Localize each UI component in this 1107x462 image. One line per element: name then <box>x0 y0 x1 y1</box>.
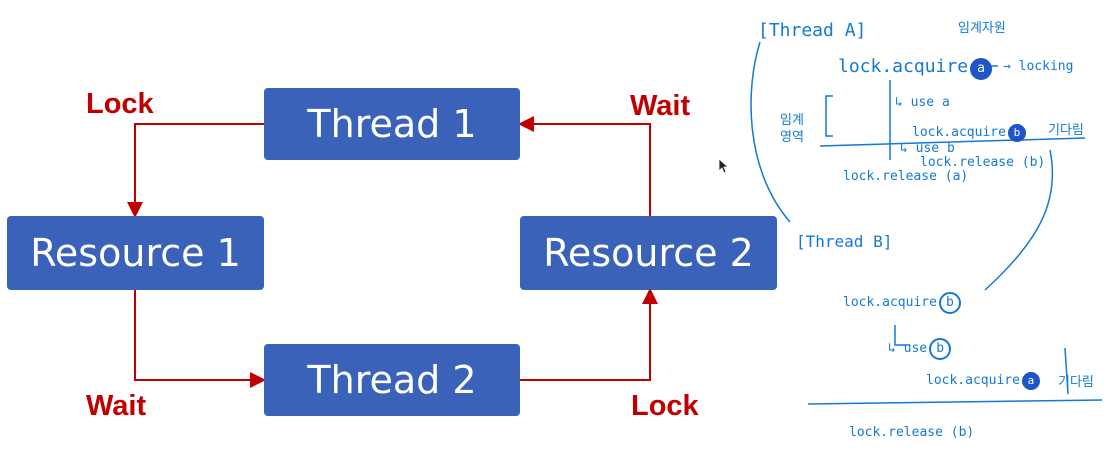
note-thread-b: [Thread B] <box>796 232 893 251</box>
arrow-resource1-to-thread2 <box>134 290 266 388</box>
arrow-thread2-to-resource2 <box>520 288 658 381</box>
wait-label-top-right: Wait <box>630 90 691 122</box>
arrow-resource2-to-thread1 <box>518 116 651 216</box>
note-lock-acquire-b-1-text: lock.acquire <box>912 125 1006 140</box>
vertical-mark <box>1064 347 1069 395</box>
circled-b-1: b <box>1007 124 1026 142</box>
bracket-thread-a-to-b <box>750 41 791 223</box>
note-lock-acquire-a-text: lock.acquire <box>838 56 969 77</box>
resource-1-label: Resource 1 <box>30 231 241 275</box>
mouse-pointer-icon <box>718 158 728 174</box>
lock-label-top-left: Lock <box>86 88 154 120</box>
note-lock-release-b-2: lock.release (b) <box>849 425 975 440</box>
note-critical-section: 임계 영역 <box>780 113 804 145</box>
note-wait-2: 기다림 <box>1058 375 1094 390</box>
thread-2-box: Thread 2 <box>264 344 520 416</box>
resource-2-label: Resource 2 <box>543 231 754 275</box>
circled-a-2: a <box>1021 372 1040 390</box>
note-locking: → locking <box>1003 59 1074 74</box>
note-wait-1: 기다림 <box>1048 123 1084 138</box>
note-thread-a: [Thread A] <box>758 20 867 41</box>
thread-1-box: Thread 1 <box>264 88 520 160</box>
note-lock-release-a: lock.release (a) <box>843 169 969 184</box>
note-use-b-1: ↳ use b <box>900 141 955 156</box>
critical-section-bracket <box>825 95 833 137</box>
thread-2-label: Thread 2 <box>307 358 477 402</box>
note-use-a: ↳ use a <box>895 95 950 110</box>
note-lock-acquire-b-2-text: lock.acquire <box>843 295 937 310</box>
note-lock-release-b-1: lock.release (b) <box>920 155 1046 170</box>
arrow-to-thread-b <box>984 149 1054 291</box>
circled-b-3: b <box>929 338 952 360</box>
arrow-thread1-to-resource1 <box>127 123 264 218</box>
lock-label-bottom-right: Lock <box>631 390 699 422</box>
note-use-b-2-text: ↳ use <box>888 341 928 356</box>
circled-a: a <box>970 58 993 80</box>
note-critical-resource: 임계자원 <box>958 21 1006 36</box>
underline-critical-section <box>819 137 1086 147</box>
wait-label-bottom-left: Wait <box>86 390 147 422</box>
tree-line-2 <box>894 325 910 346</box>
resource-1-box: Resource 1 <box>7 216 264 290</box>
circled-b-2: b <box>938 292 961 314</box>
thread-1-label: Thread 1 <box>307 102 477 146</box>
underline-bottom <box>807 399 1103 405</box>
note-lock-acquire-a-2-text: lock.acquire <box>926 373 1020 388</box>
resource-2-box: Resource 2 <box>520 216 777 290</box>
